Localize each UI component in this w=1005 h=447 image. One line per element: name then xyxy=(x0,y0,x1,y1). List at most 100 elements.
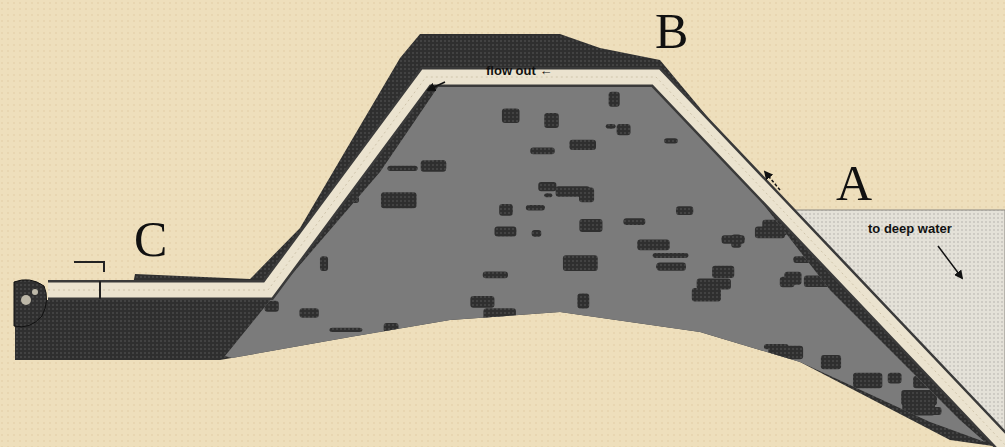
texture-blob xyxy=(783,407,815,413)
texture-blob xyxy=(381,192,417,208)
texture-blob xyxy=(579,188,594,203)
point-label: A xyxy=(836,158,872,208)
texture-blob xyxy=(690,420,703,426)
point-label: C xyxy=(134,214,167,264)
texture-blob xyxy=(526,205,545,211)
texture-blob xyxy=(714,412,723,427)
flow-arrow xyxy=(765,172,780,190)
texture-blob xyxy=(840,142,850,155)
texture-blob xyxy=(637,239,669,250)
texture-blob xyxy=(569,140,596,150)
texture-blob xyxy=(784,398,816,414)
texture-blob xyxy=(780,403,789,409)
texture-blob xyxy=(483,271,508,278)
texture-blob xyxy=(844,431,856,446)
texture-blob xyxy=(777,136,789,151)
texture-blob xyxy=(623,218,645,225)
texture-blob xyxy=(291,119,301,123)
flow-arrow xyxy=(428,82,445,90)
texture-blob xyxy=(850,248,880,262)
texture-blob xyxy=(821,355,841,369)
texture-blob xyxy=(842,118,876,128)
texture-blob xyxy=(579,219,602,232)
texture-blob xyxy=(306,382,322,390)
valve-symbol xyxy=(74,262,104,299)
water-label: to deep water xyxy=(868,222,952,235)
texture-blob xyxy=(987,159,1005,165)
texture-blob xyxy=(712,266,734,278)
texture-blob xyxy=(502,109,520,124)
texture-blob xyxy=(761,99,788,109)
texture-blob xyxy=(604,392,631,397)
texture-blob xyxy=(956,100,966,107)
texture-blob xyxy=(711,394,745,400)
texture-blob xyxy=(536,407,566,411)
texture-blob xyxy=(888,373,902,384)
texture-blob xyxy=(530,148,554,155)
texture-blob xyxy=(801,89,817,100)
texture-blob xyxy=(231,127,250,131)
texture-blob xyxy=(784,396,794,403)
texture-blob xyxy=(887,139,919,151)
texture-blob xyxy=(692,288,721,301)
texture-blob xyxy=(764,344,789,349)
pipe xyxy=(48,77,1005,447)
texture-blob xyxy=(704,345,737,356)
texture-blob xyxy=(470,296,494,308)
texture-blob xyxy=(697,279,731,290)
texture-blob xyxy=(255,142,284,155)
texture-blob xyxy=(765,358,781,365)
point-label: B xyxy=(655,6,688,56)
texture-blob xyxy=(735,413,757,419)
texture-blob xyxy=(320,256,328,271)
texture-blob xyxy=(919,245,951,257)
texture-blob xyxy=(853,373,882,389)
texture-blob xyxy=(230,411,246,418)
texture-blob xyxy=(891,96,921,104)
outlet-rock xyxy=(14,280,47,327)
texture-blob xyxy=(808,179,816,186)
texture-blob xyxy=(299,308,318,317)
texture-blob xyxy=(289,226,301,231)
texture-blob xyxy=(956,277,980,290)
texture-blob xyxy=(961,368,988,379)
texture-blob xyxy=(322,153,342,159)
texture-blob xyxy=(950,332,963,337)
texture-blob xyxy=(894,177,921,186)
texture-blob xyxy=(921,100,939,108)
texture-blob xyxy=(904,281,922,292)
texture-blob xyxy=(544,113,559,128)
texture-blob xyxy=(757,403,770,410)
texture-blob xyxy=(816,420,837,426)
texture-blob xyxy=(495,227,517,237)
texture-blob xyxy=(373,429,397,441)
texture-blob xyxy=(329,328,362,332)
texture-blob xyxy=(609,92,620,107)
texture-blob xyxy=(387,166,417,171)
texture-blob xyxy=(901,390,937,405)
texture-blob xyxy=(264,301,278,312)
texture-blob xyxy=(288,81,313,88)
texture-blob xyxy=(834,396,845,410)
texture-blob xyxy=(816,426,844,437)
texture-blob xyxy=(577,293,589,308)
texture-blob xyxy=(483,308,515,320)
texture-blob xyxy=(985,232,1005,245)
texture-blob xyxy=(661,340,688,352)
texture-blob xyxy=(617,124,631,135)
texture-blob xyxy=(419,389,450,397)
texture-blob xyxy=(801,126,818,139)
texture-blob xyxy=(325,99,333,113)
texture-blob xyxy=(706,86,737,97)
texture-blob xyxy=(563,255,598,271)
flow-label: flow out ← xyxy=(486,64,552,77)
texture-blob xyxy=(965,185,1001,189)
core-texture xyxy=(230,81,1005,446)
hill-core xyxy=(225,84,985,442)
texture-blob xyxy=(499,204,513,216)
texture-blob xyxy=(360,108,376,120)
texture-blob xyxy=(538,182,556,191)
texture-blob xyxy=(586,371,614,381)
texture-blob xyxy=(780,277,795,287)
